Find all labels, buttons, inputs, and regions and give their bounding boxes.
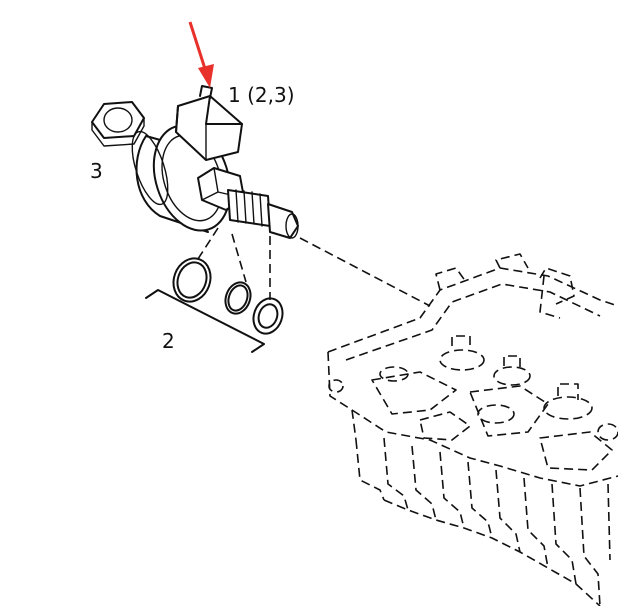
hex-nut <box>91 101 145 147</box>
solenoid-valve <box>131 85 299 239</box>
assembly-axis-line <box>299 237 431 307</box>
seal-leader-lines <box>195 227 271 300</box>
o-rings <box>172 257 284 335</box>
callout-part2: 2 <box>162 329 175 353</box>
callout-part3: 3 <box>90 159 103 183</box>
part2-bracket <box>145 289 265 353</box>
valve-body <box>327 253 618 606</box>
callout-part1: 1 (2,3) <box>228 83 295 107</box>
red-arrow-indicator <box>188 21 214 88</box>
